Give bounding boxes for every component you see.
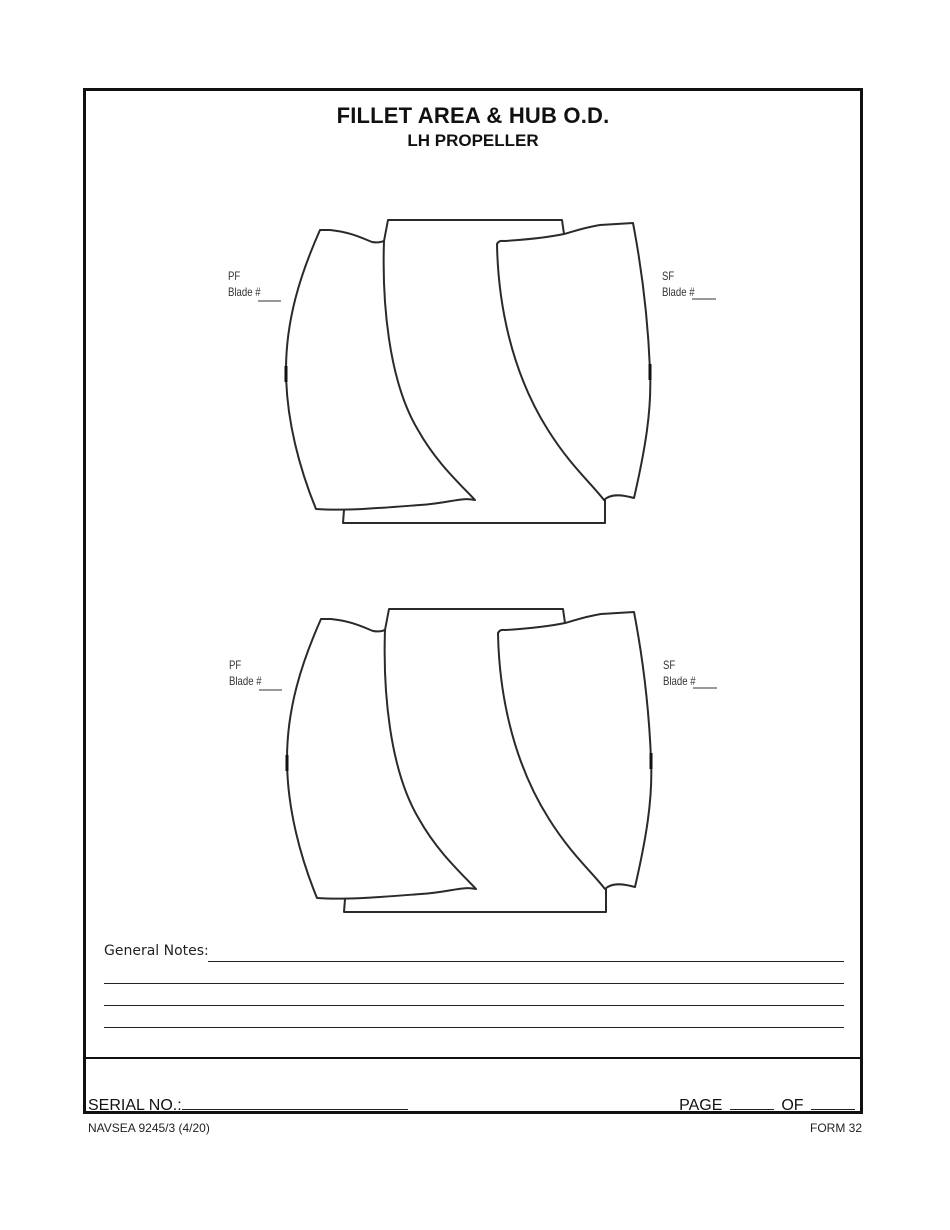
general-notes: General Notes: — [104, 943, 844, 1031]
starboard-blade-outline — [497, 611, 653, 890]
starboard-blade-outline — [496, 222, 652, 501]
hub-top-outline — [384, 608, 566, 631]
form-subtitle: LH PROPELLER — [407, 131, 539, 150]
form-frame: FILLET AREA & HUB O.D. LH PROPELLER Gene… — [83, 88, 863, 1114]
port-blade-outline — [286, 618, 477, 900]
page-total-blank[interactable] — [811, 1095, 855, 1110]
starboard-blade-number-field[interactable]: Blade # — [663, 674, 696, 688]
form-title: FILLET AREA & HUB O.D. — [336, 103, 610, 128]
notes-line-3[interactable] — [104, 1005, 844, 1006]
form-id: FORM 32 — [809, 1121, 862, 1135]
serial-number-field[interactable]: SERIAL NO.: — [88, 1095, 408, 1115]
notes-line-2[interactable] — [104, 983, 844, 984]
serial-number-blank[interactable] — [181, 1095, 408, 1110]
starboard-blade-label-2: SF Blade # — [663, 658, 696, 688]
page-of-field: PAGE OF — [679, 1095, 858, 1115]
serial-number-label: SERIAL NO.: — [88, 1097, 182, 1114]
starboard-blade-number-field[interactable]: Blade # — [662, 285, 695, 299]
port-blade-label-1: PF Blade # — [228, 269, 261, 299]
port-blade-label-2: PF Blade # — [229, 658, 262, 688]
of-label: OF — [781, 1097, 804, 1114]
starboard-blade-label-1: SF Blade # — [662, 269, 695, 299]
port-blade-number-field[interactable]: Blade # — [228, 285, 261, 299]
notes-line-1[interactable] — [208, 961, 844, 962]
page-label: PAGE — [679, 1097, 723, 1114]
hub-top-outline — [383, 219, 565, 242]
form-number: NAVSEA 9245/3 (4/20) — [88, 1121, 210, 1135]
hub-bottom-outline — [342, 499, 606, 524]
general-notes-label: General Notes: — [104, 943, 210, 959]
notes-line-4[interactable] — [104, 1027, 844, 1028]
page-number-blank[interactable] — [729, 1095, 774, 1110]
port-blade-number-field[interactable]: Blade # — [229, 674, 262, 688]
hub-bottom-outline — [343, 888, 607, 913]
footer-divider — [86, 1057, 860, 1059]
port-blade-outline — [285, 229, 476, 511]
